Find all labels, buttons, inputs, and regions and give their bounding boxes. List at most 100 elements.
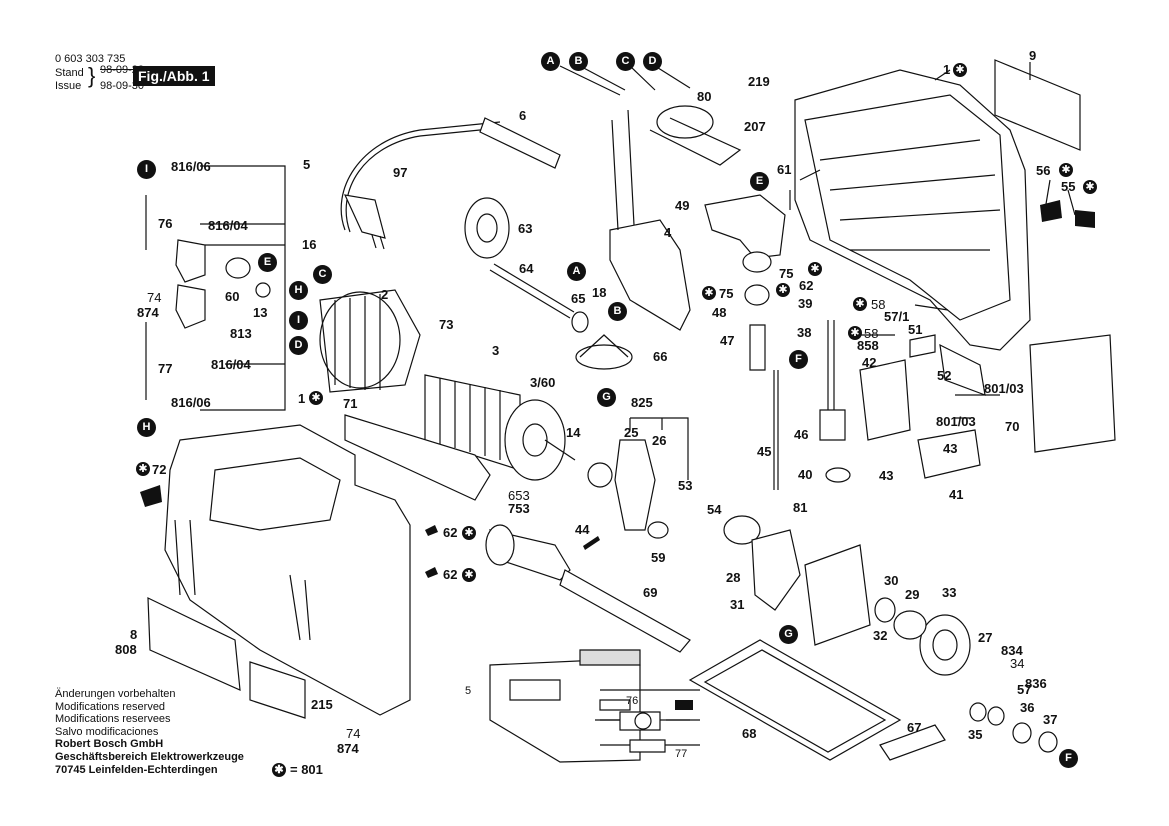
callout-i-2: I bbox=[137, 160, 156, 179]
label-26: 26 bbox=[652, 433, 667, 448]
callout-b-2: B bbox=[608, 302, 627, 321]
label-77: 77 bbox=[158, 361, 173, 376]
callout-e-2: E bbox=[258, 253, 277, 272]
label-808: 808 bbox=[115, 642, 137, 657]
label-81: 81 bbox=[793, 500, 808, 515]
callout-b: B bbox=[569, 52, 588, 71]
legal-notes: Änderungen vorbehalten Modifications res… bbox=[55, 688, 244, 776]
star-icon: ✱ bbox=[848, 326, 862, 340]
star-icon: ✱ bbox=[1083, 180, 1097, 194]
callout-e: E bbox=[750, 172, 769, 191]
label-32: 32 bbox=[873, 628, 888, 643]
label-74: 74 bbox=[346, 726, 361, 741]
label-74: 74 bbox=[147, 290, 162, 305]
label-72: 72 bbox=[152, 462, 167, 477]
label-1: 1 bbox=[298, 391, 306, 406]
label-43: 43 bbox=[943, 441, 958, 456]
label-816-06: 816/06 bbox=[171, 395, 211, 410]
star-icon: ✱ bbox=[462, 568, 476, 582]
label-33: 33 bbox=[942, 585, 957, 600]
label-56: 56 bbox=[1036, 163, 1051, 178]
star-legend: ✱ = 801 bbox=[272, 762, 323, 777]
callout-a: A bbox=[541, 52, 560, 71]
label-38: 38 bbox=[797, 325, 812, 340]
label-36: 36 bbox=[1020, 700, 1035, 715]
label-75: 75 bbox=[719, 286, 734, 301]
label-46: 46 bbox=[794, 427, 809, 442]
label-825: 825 bbox=[631, 395, 653, 410]
label-63: 63 bbox=[518, 221, 533, 236]
label-834: 834 bbox=[1001, 643, 1023, 658]
label-51: 51 bbox=[908, 322, 923, 337]
label-753: 753 bbox=[508, 501, 530, 516]
star-legend-text: = 801 bbox=[290, 762, 323, 777]
label-836: 836 bbox=[1025, 676, 1047, 691]
label-801-03: 801/03 bbox=[936, 414, 976, 429]
label-68: 68 bbox=[742, 726, 757, 741]
label-39: 39 bbox=[798, 296, 813, 311]
label-58: 58 bbox=[864, 326, 879, 341]
label-67: 67 bbox=[907, 720, 922, 735]
label-6: 6 bbox=[519, 108, 527, 123]
label-29: 29 bbox=[905, 587, 920, 602]
label-43: 43 bbox=[879, 468, 894, 483]
label-858: 858 bbox=[857, 338, 879, 353]
label-57-1: 57/1 bbox=[884, 309, 910, 324]
label-76: 76 bbox=[158, 216, 173, 231]
label-215: 215 bbox=[311, 697, 333, 712]
issue-label: Issue bbox=[55, 80, 82, 92]
label-3: 3 bbox=[492, 343, 500, 358]
note-line: Modifications reservees bbox=[55, 713, 171, 726]
label-13: 13 bbox=[253, 305, 268, 320]
label-813: 813 bbox=[230, 326, 252, 341]
label-66: 66 bbox=[653, 349, 668, 364]
label-9: 9 bbox=[1029, 48, 1037, 63]
schematic-label-5: 5 bbox=[465, 685, 472, 697]
label-34: 34 bbox=[1010, 656, 1025, 671]
callout-d: D bbox=[643, 52, 662, 71]
schematic-label-77: 77 bbox=[675, 748, 688, 760]
label-42: 42 bbox=[862, 355, 877, 370]
callout-h: H bbox=[289, 281, 308, 300]
label-58: 58 bbox=[871, 297, 886, 312]
label-2: 2 bbox=[381, 287, 389, 302]
label-3-60: 3/60 bbox=[530, 375, 556, 390]
note-line: Änderungen vorbehalten bbox=[55, 688, 176, 700]
label-45: 45 bbox=[757, 444, 772, 459]
label-8: 8 bbox=[130, 627, 138, 642]
label-65: 65 bbox=[571, 291, 586, 306]
label-40: 40 bbox=[798, 467, 813, 482]
label-59: 59 bbox=[651, 550, 666, 565]
label-70: 70 bbox=[1005, 419, 1020, 434]
star-icon: ✱ bbox=[808, 262, 822, 276]
callout-i: I bbox=[289, 311, 308, 330]
label-80: 80 bbox=[697, 89, 712, 104]
label-54: 54 bbox=[707, 502, 722, 517]
label-37: 37 bbox=[1043, 712, 1058, 727]
label-71: 71 bbox=[343, 396, 358, 411]
label-52: 52 bbox=[937, 368, 952, 383]
callout-g-2: G bbox=[779, 625, 798, 644]
label-62: 62 bbox=[443, 525, 458, 540]
motor-symbol-label: M bbox=[636, 716, 645, 728]
figure-label: Fig./Abb. 1 bbox=[133, 66, 215, 86]
star-icon: ✱ bbox=[272, 762, 286, 777]
label-64: 64 bbox=[519, 261, 534, 276]
callout-f: F bbox=[789, 350, 808, 369]
star-icon: ✱ bbox=[702, 286, 716, 300]
label-1: 1 bbox=[943, 62, 951, 77]
callout-c: C bbox=[616, 52, 635, 71]
label-14: 14 bbox=[566, 425, 581, 440]
label-44: 44 bbox=[575, 522, 590, 537]
star-icon: ✱ bbox=[853, 297, 867, 311]
label-49: 49 bbox=[675, 198, 690, 213]
callout-a-2: A bbox=[567, 262, 586, 281]
label-5: 5 bbox=[303, 157, 311, 172]
label-207: 207 bbox=[744, 119, 766, 134]
star-icon: ✱ bbox=[309, 391, 323, 405]
label-219: 219 bbox=[748, 74, 770, 89]
stand-label: Stand bbox=[55, 67, 84, 79]
label-16: 16 bbox=[302, 237, 317, 252]
callout-d-2: D bbox=[289, 336, 308, 355]
